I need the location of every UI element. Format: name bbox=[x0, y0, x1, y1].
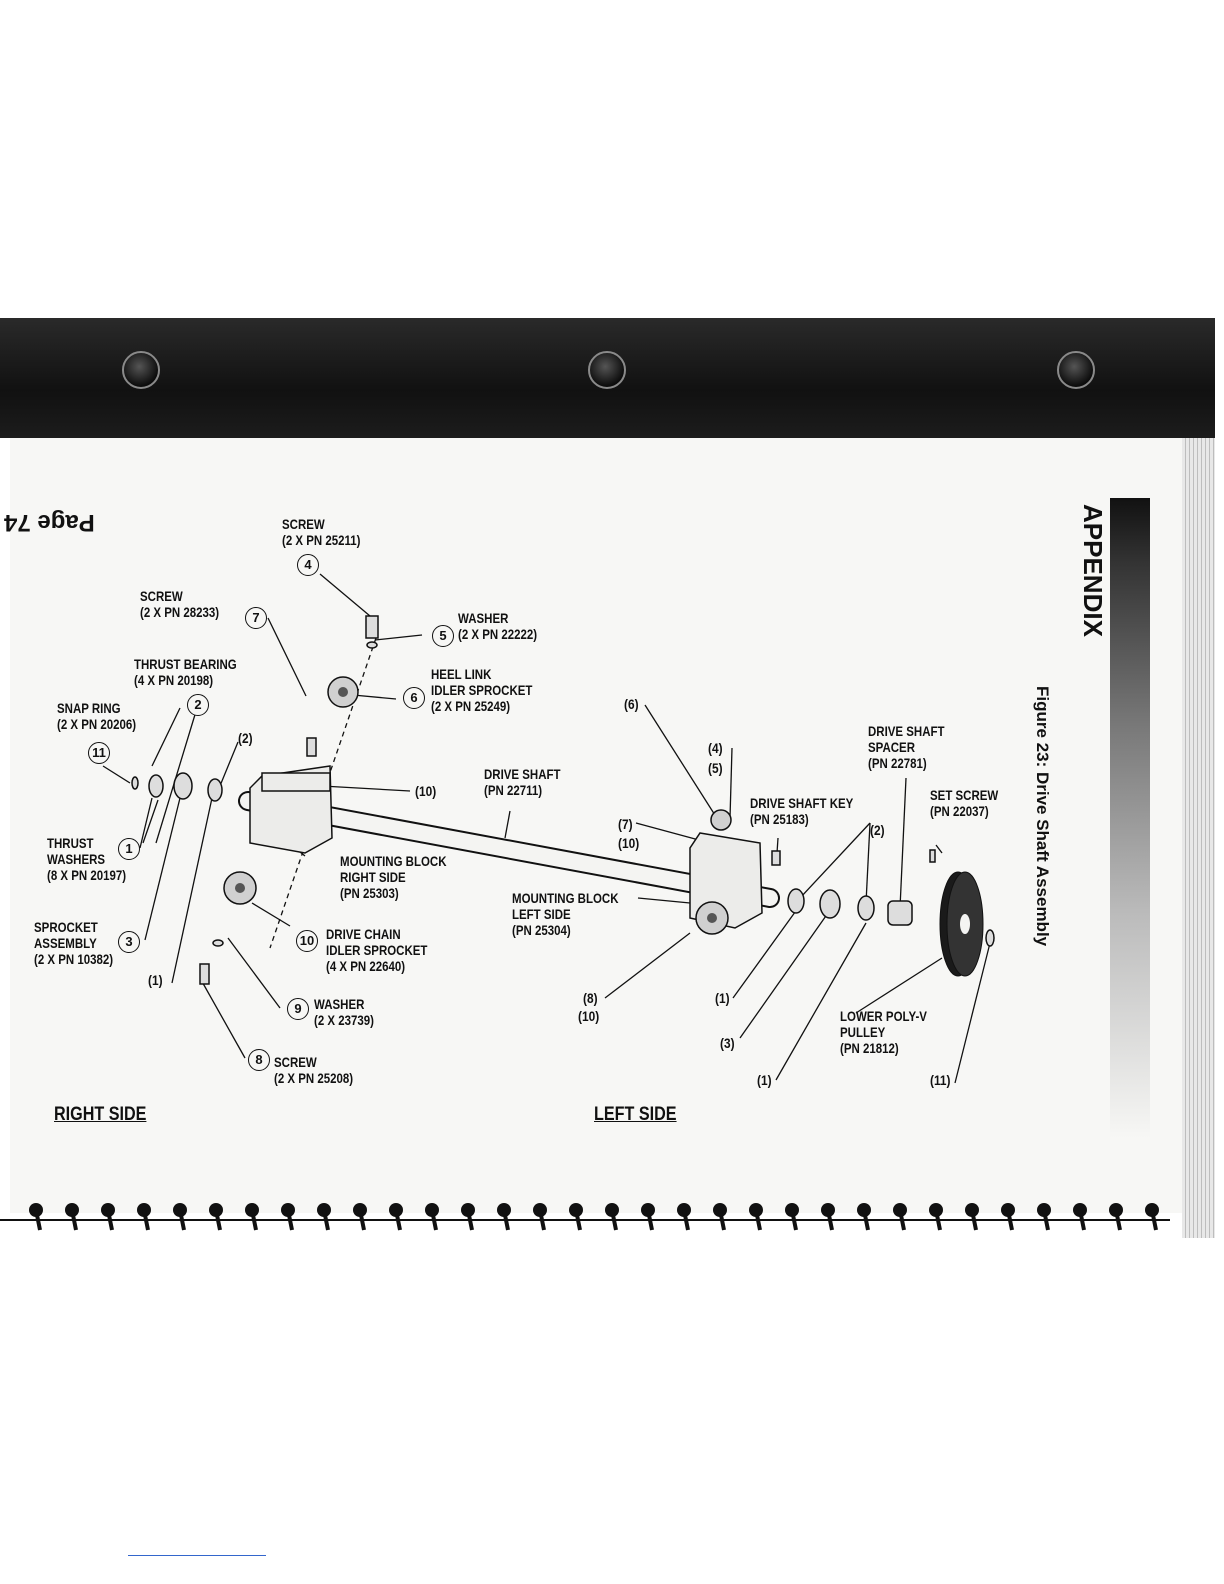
binder-hole bbox=[122, 351, 160, 389]
part-label-sprocket-assembly-3: SPROCKET ASSEMBLY (2 X PN 10382) bbox=[34, 919, 114, 967]
ref-number: (11) bbox=[930, 1072, 951, 1088]
part-label-drive-chain-idler-10: DRIVE CHAIN IDLER SPROCKET (4 X PN 22640… bbox=[326, 926, 428, 974]
callout-11: 11 bbox=[88, 742, 110, 764]
part-label-screw-7: SCREW (2 X PN 28233) bbox=[140, 588, 220, 620]
callout-4: 4 bbox=[297, 554, 319, 576]
callout-1: 1 bbox=[118, 838, 140, 860]
ref-number: (10) bbox=[578, 1008, 600, 1024]
part-label-screw-8: SCREW (2 X PN 25208) bbox=[274, 1054, 354, 1086]
ref-number: (1) bbox=[715, 990, 730, 1006]
ref-number: (6) bbox=[624, 696, 639, 712]
page-number: Page 74 bbox=[4, 509, 95, 536]
callout-2: 2 bbox=[187, 694, 209, 716]
callout-10: 10 bbox=[296, 930, 318, 952]
part-label-thrust-bearing-2: THRUST BEARING (4 X PN 20198) bbox=[134, 656, 237, 688]
manual-sheet: SCREW (2 X PN 25211) 4 SCREW (2 X PN 282… bbox=[0, 318, 1224, 1248]
drive-shaft-drawing bbox=[238, 791, 780, 908]
ref-number: (2) bbox=[870, 822, 885, 838]
label-drive-shaft: DRIVE SHAFT (PN 22711) bbox=[484, 766, 561, 798]
ref-number: (5) bbox=[708, 760, 723, 776]
ref-number: (8) bbox=[583, 990, 598, 1006]
part-label-washer-5: WASHER (2 X PN 22222) bbox=[458, 610, 538, 642]
label-drive-shaft-key: DRIVE SHAFT KEY (PN 25183) bbox=[750, 795, 854, 827]
page-edge bbox=[1182, 438, 1215, 1238]
label-mounting-block-right: MOUNTING BLOCK RIGHT SIDE (PN 25303) bbox=[340, 853, 447, 901]
label-mounting-block-left: MOUNTING BLOCK LEFT SIDE (PN 25304) bbox=[512, 890, 619, 938]
ref-number: (2) bbox=[238, 730, 253, 746]
ref-number: (4) bbox=[708, 740, 723, 756]
ref-number: (3) bbox=[720, 1035, 735, 1051]
callout-7: 7 bbox=[245, 607, 267, 629]
label-lower-poly-v-pulley: LOWER POLY-V PULLEY (PN 21812) bbox=[840, 1008, 927, 1056]
page bbox=[10, 438, 1182, 1213]
part-label-heel-link-6: HEEL LINK IDLER SPROCKET (2 X PN 25249) bbox=[431, 666, 533, 714]
label-drive-shaft-spacer: DRIVE SHAFT SPACER (PN 22781) bbox=[868, 723, 945, 771]
ref-number: (1) bbox=[148, 972, 163, 988]
callout-8: 8 bbox=[248, 1049, 270, 1071]
exploded-diagram bbox=[102, 573, 995, 1084]
right-side-title: RIGHT SIDE bbox=[54, 1104, 147, 1125]
pulley-drawing bbox=[939, 871, 984, 977]
callout-3: 3 bbox=[118, 931, 140, 953]
ref-number: (10) bbox=[618, 835, 640, 851]
label-set-screw: SET SCREW (PN 22037) bbox=[930, 787, 999, 819]
part-label-washer-9: WASHER (2 X 23739) bbox=[314, 996, 375, 1028]
callout-6: 6 bbox=[403, 687, 425, 709]
figure-title: Figure 23: Drive Shaft Assembly bbox=[1033, 686, 1052, 947]
callout-5: 5 bbox=[432, 625, 454, 647]
binder-hole bbox=[1057, 351, 1095, 389]
part-label-thrust-washers-1: THRUST WASHERS (8 X PN 20197) bbox=[47, 835, 127, 883]
part-label-snap-ring-11: SNAP RING (2 X PN 20206) bbox=[57, 700, 137, 732]
section-heading: APPENDIX bbox=[1078, 504, 1108, 637]
ref-number: (10) bbox=[415, 783, 437, 799]
footer-rule bbox=[128, 1555, 266, 1556]
binder-hole bbox=[588, 351, 626, 389]
spiral-binding bbox=[0, 1203, 1170, 1231]
left-side-title: LEFT SIDE bbox=[594, 1104, 677, 1125]
ref-number: (1) bbox=[757, 1072, 772, 1088]
callout-9: 9 bbox=[287, 998, 309, 1020]
part-label-screw-4: SCREW (2 X PN 25211) bbox=[282, 516, 361, 548]
appendix-tab-strip bbox=[1110, 498, 1150, 1138]
ref-number: (7) bbox=[618, 816, 633, 832]
